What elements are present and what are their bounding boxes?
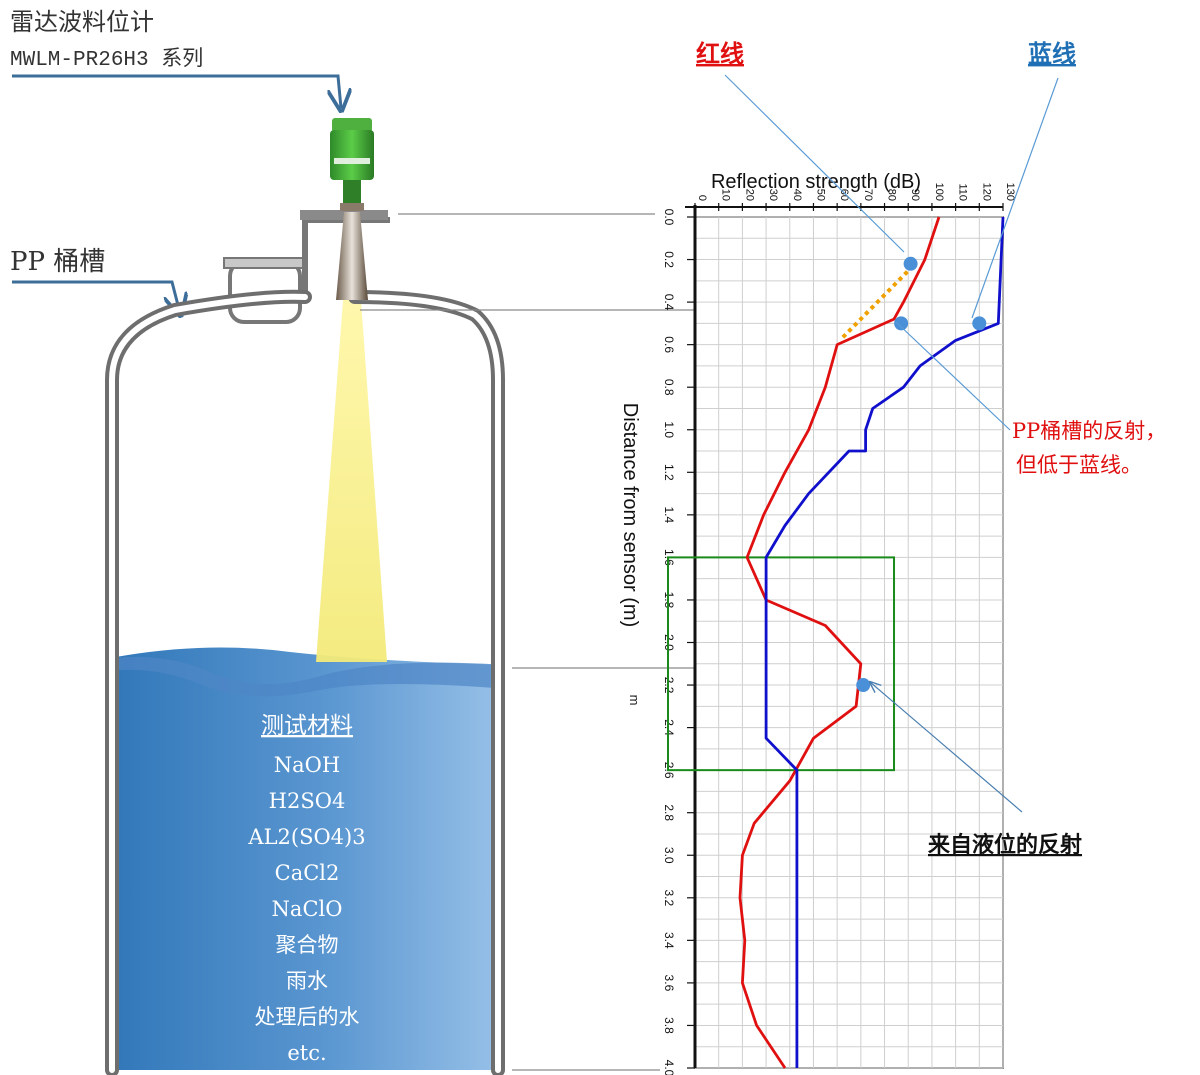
chart-x-axis-title: Reflection strength (dB) [711, 171, 921, 193]
legend-blue-label: 蓝线 [1028, 39, 1076, 68]
sensor-flange [340, 203, 364, 211]
material-item: H2SO4 [269, 789, 346, 813]
y-tick-label: 3.2 [662, 889, 676, 906]
series-line-0 [738, 216, 941, 1069]
y-tick-label: 3.0 [662, 847, 676, 864]
x-tick-label: 100 [933, 183, 945, 201]
material-item: NaClO [272, 897, 343, 921]
y-tick-label: 1.0 [662, 421, 676, 438]
series-line-2 [840, 264, 915, 340]
y-tick-label: 2.8 [662, 804, 676, 821]
legend-red-leader [724, 74, 905, 253]
pp-reflection-note-line2: 但低于蓝线。 [1016, 453, 1142, 477]
tank-label: PP 桶槽 [10, 247, 105, 277]
materials-title: 测试材料 [261, 713, 353, 739]
material-item: 雨水 [286, 969, 328, 993]
chart-grid [685, 205, 1004, 1069]
product-title: 雷达波料位计 [10, 8, 154, 36]
liquid [112, 647, 498, 1070]
tank [105, 210, 505, 1075]
material-item: NaOH [274, 753, 340, 777]
x-tick-label: 10 [720, 189, 732, 201]
x-tick-label: 20 [743, 189, 755, 201]
y-tick-label: 0.2 [662, 251, 676, 268]
radar-beam [316, 300, 387, 662]
sensor-body [330, 130, 374, 180]
annotation-marker [856, 678, 871, 693]
y-tick-label: 1.2 [662, 464, 676, 481]
pp-reflection-leader [895, 321, 1011, 431]
y-tick-label: 3.8 [662, 1017, 676, 1034]
annotation-marker [894, 316, 909, 331]
tank-pointer-arrow [12, 280, 180, 313]
x-tick-label: 30 [767, 189, 779, 201]
annotation-marker [903, 256, 918, 271]
x-tick-label: 70 [862, 189, 874, 201]
x-tick-label: 50 [814, 189, 826, 201]
x-tick-label: 40 [791, 189, 803, 201]
x-tick-label: 90 [909, 189, 921, 201]
x-tick-label: 80 [886, 189, 898, 201]
liquid-zone-box [667, 556, 896, 772]
chart-y-unit-label: m [627, 695, 642, 706]
reflection-chart: Reflection strength (dB) Distance from s… [619, 171, 1016, 1075]
sensor-horn [336, 212, 368, 300]
radar-sensor [330, 118, 374, 300]
chart-series [738, 216, 1005, 1069]
y-tick-label: 4.0 [662, 1060, 676, 1075]
sensor-neck [343, 180, 361, 210]
sensor-label-plate [334, 158, 370, 164]
series-line-1 [764, 216, 1005, 1068]
y-tick-label: 0.8 [662, 379, 676, 396]
legend-red-label: 红线 [696, 39, 744, 68]
y-tick-label: 3.4 [662, 932, 676, 949]
tank-outline-inner [109, 293, 501, 1073]
x-tick-label: 130 [1004, 183, 1016, 201]
y-tick-label: 3.6 [662, 975, 676, 992]
y-tick-label: 1.4 [662, 507, 676, 524]
liquid-reflection-note: 来自液位的反射 [927, 832, 1082, 858]
y-tick-label: 0.0 [662, 209, 676, 226]
tank-nozzle-cap [223, 257, 307, 269]
material-item: 聚合物 [276, 933, 339, 957]
sensor-cap [332, 118, 372, 132]
y-tick-label: 0.4 [662, 294, 676, 311]
material-item: etc. [287, 1041, 326, 1065]
pp-reflection-note-line1: PP桶槽的反射， [1012, 419, 1166, 443]
material-item: CaCl2 [275, 861, 340, 885]
material-item: 处理后的水 [255, 1005, 360, 1029]
chart-ticks: 0 10 20 30 40 50 60 70 80 90 100 110 120 130 0.0 0.2 0.4… [662, 183, 1016, 1075]
liquid-wave [112, 656, 498, 697]
annotation-marker [972, 316, 987, 331]
product-model: MWLM-PR26H3 系列 [10, 47, 203, 72]
material-item: AL2(SO4)3 [247, 825, 365, 849]
x-tick-label: 110 [957, 183, 969, 201]
chart-y-axis-title: Distance from sensor (m) [619, 403, 641, 628]
liquid-reflection-leader [870, 682, 1023, 813]
chart-highlight-box [667, 556, 896, 772]
x-tick-label: 0 [696, 195, 708, 201]
product-pointer-arrow [12, 74, 341, 108]
chart-markers [856, 256, 987, 693]
y-tick-label: 0.6 [662, 336, 676, 353]
x-tick-label: 120 [980, 183, 992, 201]
legend-blue-leader [971, 77, 1059, 319]
x-tick-label: 60 [838, 189, 850, 201]
